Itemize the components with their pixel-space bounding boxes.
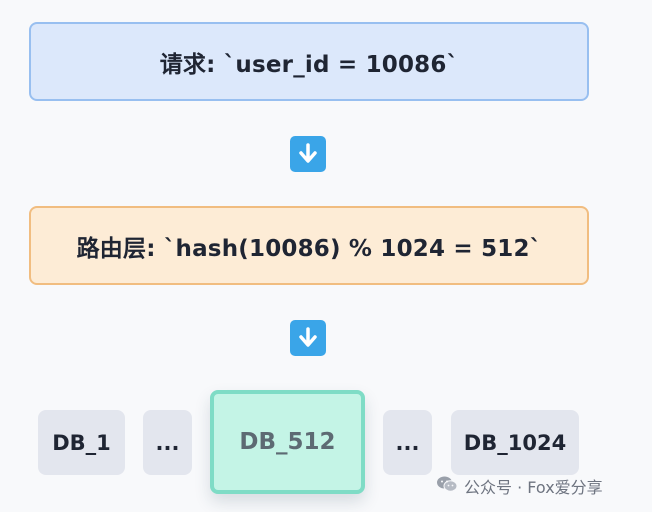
watermark-text: 公众号 · Fox爱分享 — [464, 478, 603, 497]
ellipsis-label: ... — [155, 430, 180, 455]
db-label: DB_1024 — [463, 430, 567, 455]
db-node-512-highlighted: DB_512 — [210, 390, 365, 494]
db-node-1024: DB_1024 — [451, 410, 579, 475]
request-text: 请求: `user_id = 10086` — [159, 51, 459, 78]
db-ellipsis: ... — [383, 410, 432, 475]
routing-text: 路由层: `hash(10086) % 1024 = 512` — [76, 235, 542, 262]
db-ellipsis: ... — [143, 410, 192, 475]
routing-box: 路由层: `hash(10086) % 1024 = 512` — [29, 206, 589, 285]
arrow-down-icon — [290, 320, 326, 356]
watermark: 公众号 · Fox爱分享 — [436, 474, 603, 498]
db-label: DB_1 — [52, 430, 111, 455]
request-box: 请求: `user_id = 10086` — [29, 22, 589, 101]
db-label: DB_512 — [239, 429, 336, 455]
db-node-1: DB_1 — [38, 410, 125, 475]
arrow-down-icon — [290, 136, 326, 172]
ellipsis-label: ... — [395, 430, 420, 455]
wechat-icon — [436, 475, 458, 497]
